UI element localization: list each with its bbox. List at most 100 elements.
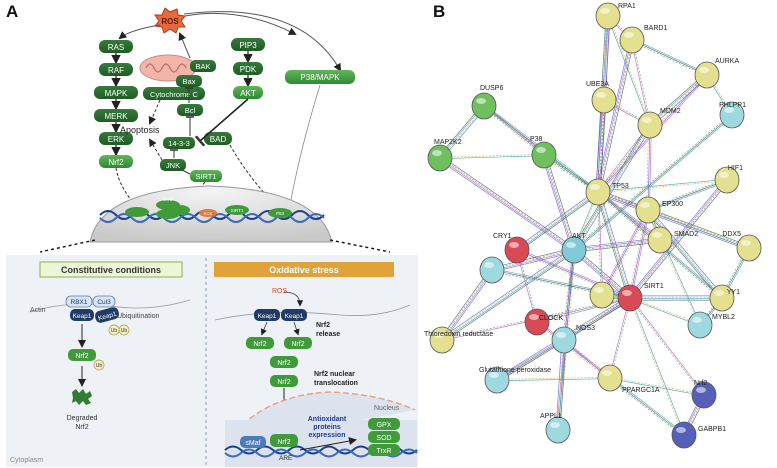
network-node-aurka[interactable]: AURKA <box>694 58 739 89</box>
network-edge <box>441 269 492 340</box>
pdk-label: PDK <box>240 65 257 74</box>
network-edge <box>440 155 545 160</box>
cul3-label: Cul3 <box>97 299 111 306</box>
network-node-yy1[interactable]: YY1 <box>709 284 740 312</box>
network-edge <box>629 298 684 436</box>
network-node-p38[interactable]: P38 <box>530 136 557 169</box>
network-node-ddx5[interactable]: DDX5 <box>722 231 762 262</box>
network-edge <box>555 339 563 430</box>
network-node-mdm2[interactable]: MDM2 <box>637 108 681 139</box>
akt-node <box>233 86 263 99</box>
network-edge <box>595 99 603 192</box>
network-edge <box>575 125 653 252</box>
network-node-akt[interactable]: AKT <box>561 233 587 264</box>
network-edge <box>443 271 494 342</box>
network-node-rpa1[interactable]: RPA1 <box>595 2 636 30</box>
network-node-sirt1[interactable]: SIRT1 <box>617 283 664 312</box>
network-node-dusp6[interactable]: DUSP6 <box>471 85 503 120</box>
nrf2-release-line1: Nrf2 <box>316 322 330 329</box>
oxidative-nrf2-left-label: Nrf2 <box>253 341 266 348</box>
constitutive-nrf2-label: Nrf2 <box>75 353 88 360</box>
network-edge <box>607 16 650 126</box>
network-edge <box>647 124 651 211</box>
actin-label: Actin <box>30 307 46 314</box>
network-edge <box>596 192 660 242</box>
erk-label: ERK <box>108 135 125 144</box>
cell-nucleus-graphic: SOD SIRT1 P53 ROS <box>89 185 333 243</box>
network-node-ep300[interactable]: EP300 <box>635 196 683 224</box>
network-node-nos3[interactable]: NOS3 <box>551 325 595 354</box>
network-edge <box>537 298 631 324</box>
network-node-label: NOS3 <box>576 325 595 332</box>
network-edge <box>574 240 661 252</box>
oxidative-keap1-right-label: Keap1 <box>285 313 304 320</box>
rbx1-node <box>65 295 93 308</box>
ub-label-3: Ub <box>96 363 103 369</box>
network-edge <box>630 297 705 395</box>
network-edge <box>599 40 635 193</box>
network-edge <box>571 123 649 250</box>
network-node-smad2[interactable]: SMAD2 <box>647 226 698 254</box>
network-edge <box>440 157 575 250</box>
oxidative-nrf2-left-node <box>246 337 274 349</box>
oxidative-keap1-left-node <box>254 309 280 321</box>
network-node-phlpp1[interactable]: PHLPP1 <box>719 101 746 129</box>
network-node-nrf2[interactable]: Nrf2 <box>691 380 717 409</box>
bax-node <box>176 75 202 87</box>
network-node-gabpb1[interactable]: GABPB1 <box>671 421 726 449</box>
network-node-mybl2[interactable]: MYBL2 <box>687 311 735 339</box>
cell-ros-label: ROS <box>204 211 213 216</box>
bak-node <box>190 60 216 72</box>
network-edge <box>608 378 684 437</box>
network-node-gpx[interactable]: Glutathione peroxidase <box>479 366 551 394</box>
degraded-nrf2-label: Nrf2 <box>75 424 88 431</box>
network-edge <box>559 250 576 431</box>
network-node-label: UBE3A <box>586 81 609 88</box>
network-node-map2k2[interactable]: MAP2K2 <box>427 139 462 172</box>
ub-label-1: Ub <box>111 328 118 334</box>
network-edge <box>631 39 708 76</box>
network-node-clock[interactable]: CLOCK <box>524 308 563 336</box>
network-edge <box>646 124 649 210</box>
network-edge <box>630 180 728 299</box>
ras-node <box>99 40 133 53</box>
network-edge <box>646 211 721 300</box>
network-edge <box>628 178 726 297</box>
network-edge <box>610 376 686 435</box>
network-edge <box>629 179 727 298</box>
network-node-ppargc1a[interactable]: PPARGC1A <box>597 364 660 394</box>
network-edge <box>632 38 708 75</box>
network-node-label: CRY1 <box>493 233 512 240</box>
network-node-label: TP53 <box>612 183 629 190</box>
network-node-label: SMAD2 <box>674 231 698 238</box>
network-node-tp53[interactable]: TP53 <box>585 178 629 206</box>
14-3-3-node <box>163 137 195 149</box>
network-node-label: PPARGC1A <box>622 387 660 394</box>
network-edge <box>609 377 685 436</box>
sirt1-label: SIRT1 <box>195 172 216 181</box>
oxidative-nrf2-mid-node <box>270 356 298 368</box>
network-node-hif1[interactable]: HIF1 <box>714 165 743 194</box>
network-node-appl1[interactable]: APPL1 <box>540 413 571 444</box>
are-nrf2-node <box>270 434 298 447</box>
network-edge <box>598 100 606 193</box>
network-node-foxo[interactable] <box>479 256 505 284</box>
network-node-bard1[interactable]: BARD1 <box>619 25 667 54</box>
network-node-myc[interactable] <box>589 281 615 309</box>
network-edge <box>439 153 544 158</box>
network-node-txn[interactable]: Thioredoxin reductase <box>424 326 493 354</box>
p38-mapk-node <box>285 70 355 84</box>
pip3-label: PIP3 <box>239 41 257 50</box>
network-edge <box>441 249 574 340</box>
network-edge <box>442 270 493 341</box>
network-edge <box>595 192 629 299</box>
antioxidant-line1: Antioxidant <box>308 416 347 423</box>
cell-sirt1-label: SIRT1 <box>231 208 244 213</box>
network-edge <box>630 40 650 126</box>
network-node-ube3a[interactable]: UBE3A <box>586 81 617 114</box>
network-edge <box>610 376 705 395</box>
network-edge <box>442 250 575 341</box>
network-node-cry1[interactable]: CRY1 <box>493 233 530 264</box>
constitutive-nrf2-node <box>68 349 96 361</box>
